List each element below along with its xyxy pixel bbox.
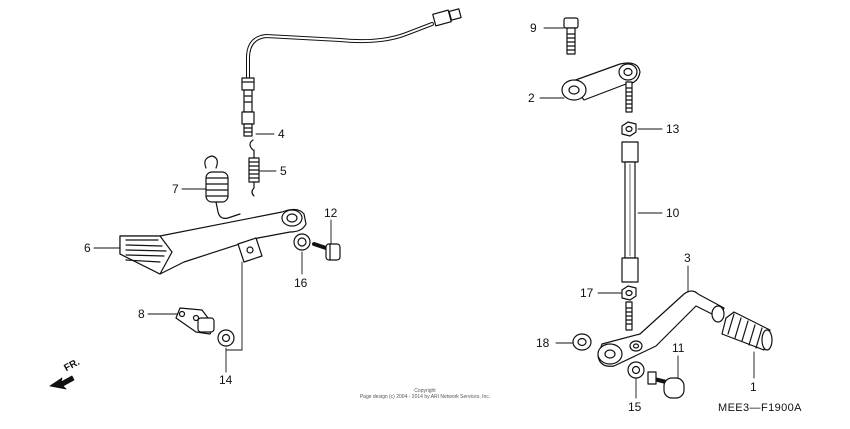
callout-7: 7 — [172, 182, 179, 196]
bolt-part-9 — [563, 17, 579, 55]
brake-switch-part-4 — [241, 77, 255, 137]
washer-part-18 — [572, 333, 592, 351]
return-spring-part-7 — [204, 155, 241, 219]
nut-part-13 — [621, 121, 637, 137]
front-direction-arrow — [49, 375, 75, 390]
right-leader-lines — [539, 27, 755, 399]
brake-pedal-part-6 — [119, 208, 307, 275]
copyright-line-2: Page design (c) 2004 - 2014 by ARI Netwo… — [359, 394, 491, 400]
callout-2: 2 — [528, 91, 535, 105]
callout-4: 4 — [278, 127, 285, 141]
callout-12: 12 — [324, 206, 338, 220]
callout-14: 14 — [219, 373, 233, 387]
washer-part-15 — [627, 361, 645, 379]
callout-6: 6 — [84, 241, 91, 255]
pivot-bolt-part-12 — [312, 242, 341, 261]
callout-16: 16 — [294, 276, 308, 290]
callout-11: 11 — [672, 341, 685, 355]
copyright-notice: Copyright Page design (c) 2004 - 2014 by… — [330, 388, 520, 400]
callout-8: 8 — [138, 307, 145, 321]
clevis-joint-part-8 — [175, 307, 215, 335]
brake-switch-wire — [246, 8, 462, 80]
gearshift-arm-part-2 — [561, 62, 641, 113]
washer-part-14 — [217, 329, 235, 347]
callout-18: 18 — [536, 336, 550, 350]
callout-13: 13 — [666, 122, 680, 136]
callout-15: 15 — [628, 400, 642, 414]
diagram-code: MEE3—F1900A — [718, 402, 802, 414]
copyright-line-1: Copyright — [414, 388, 436, 394]
callout-9: 9 — [530, 21, 537, 35]
switch-spring-part-5 — [248, 139, 260, 197]
pivot-bolt-part-11 — [647, 371, 685, 399]
shift-rubber-part-1 — [721, 311, 773, 351]
callout-3: 3 — [684, 251, 691, 265]
lower-joint-thread — [625, 301, 633, 331]
pivot-washer-part-16 — [293, 233, 311, 251]
callout-1: 1 — [750, 380, 757, 394]
callout-5: 5 — [280, 164, 287, 178]
left-leader-lines — [93, 133, 332, 373]
callout-10: 10 — [666, 206, 680, 220]
callout-17: 17 — [580, 286, 594, 300]
shift-rod-part-10 — [621, 141, 639, 283]
nut-part-17 — [621, 285, 637, 301]
gearshift-pedal-part-3 — [597, 290, 725, 367]
